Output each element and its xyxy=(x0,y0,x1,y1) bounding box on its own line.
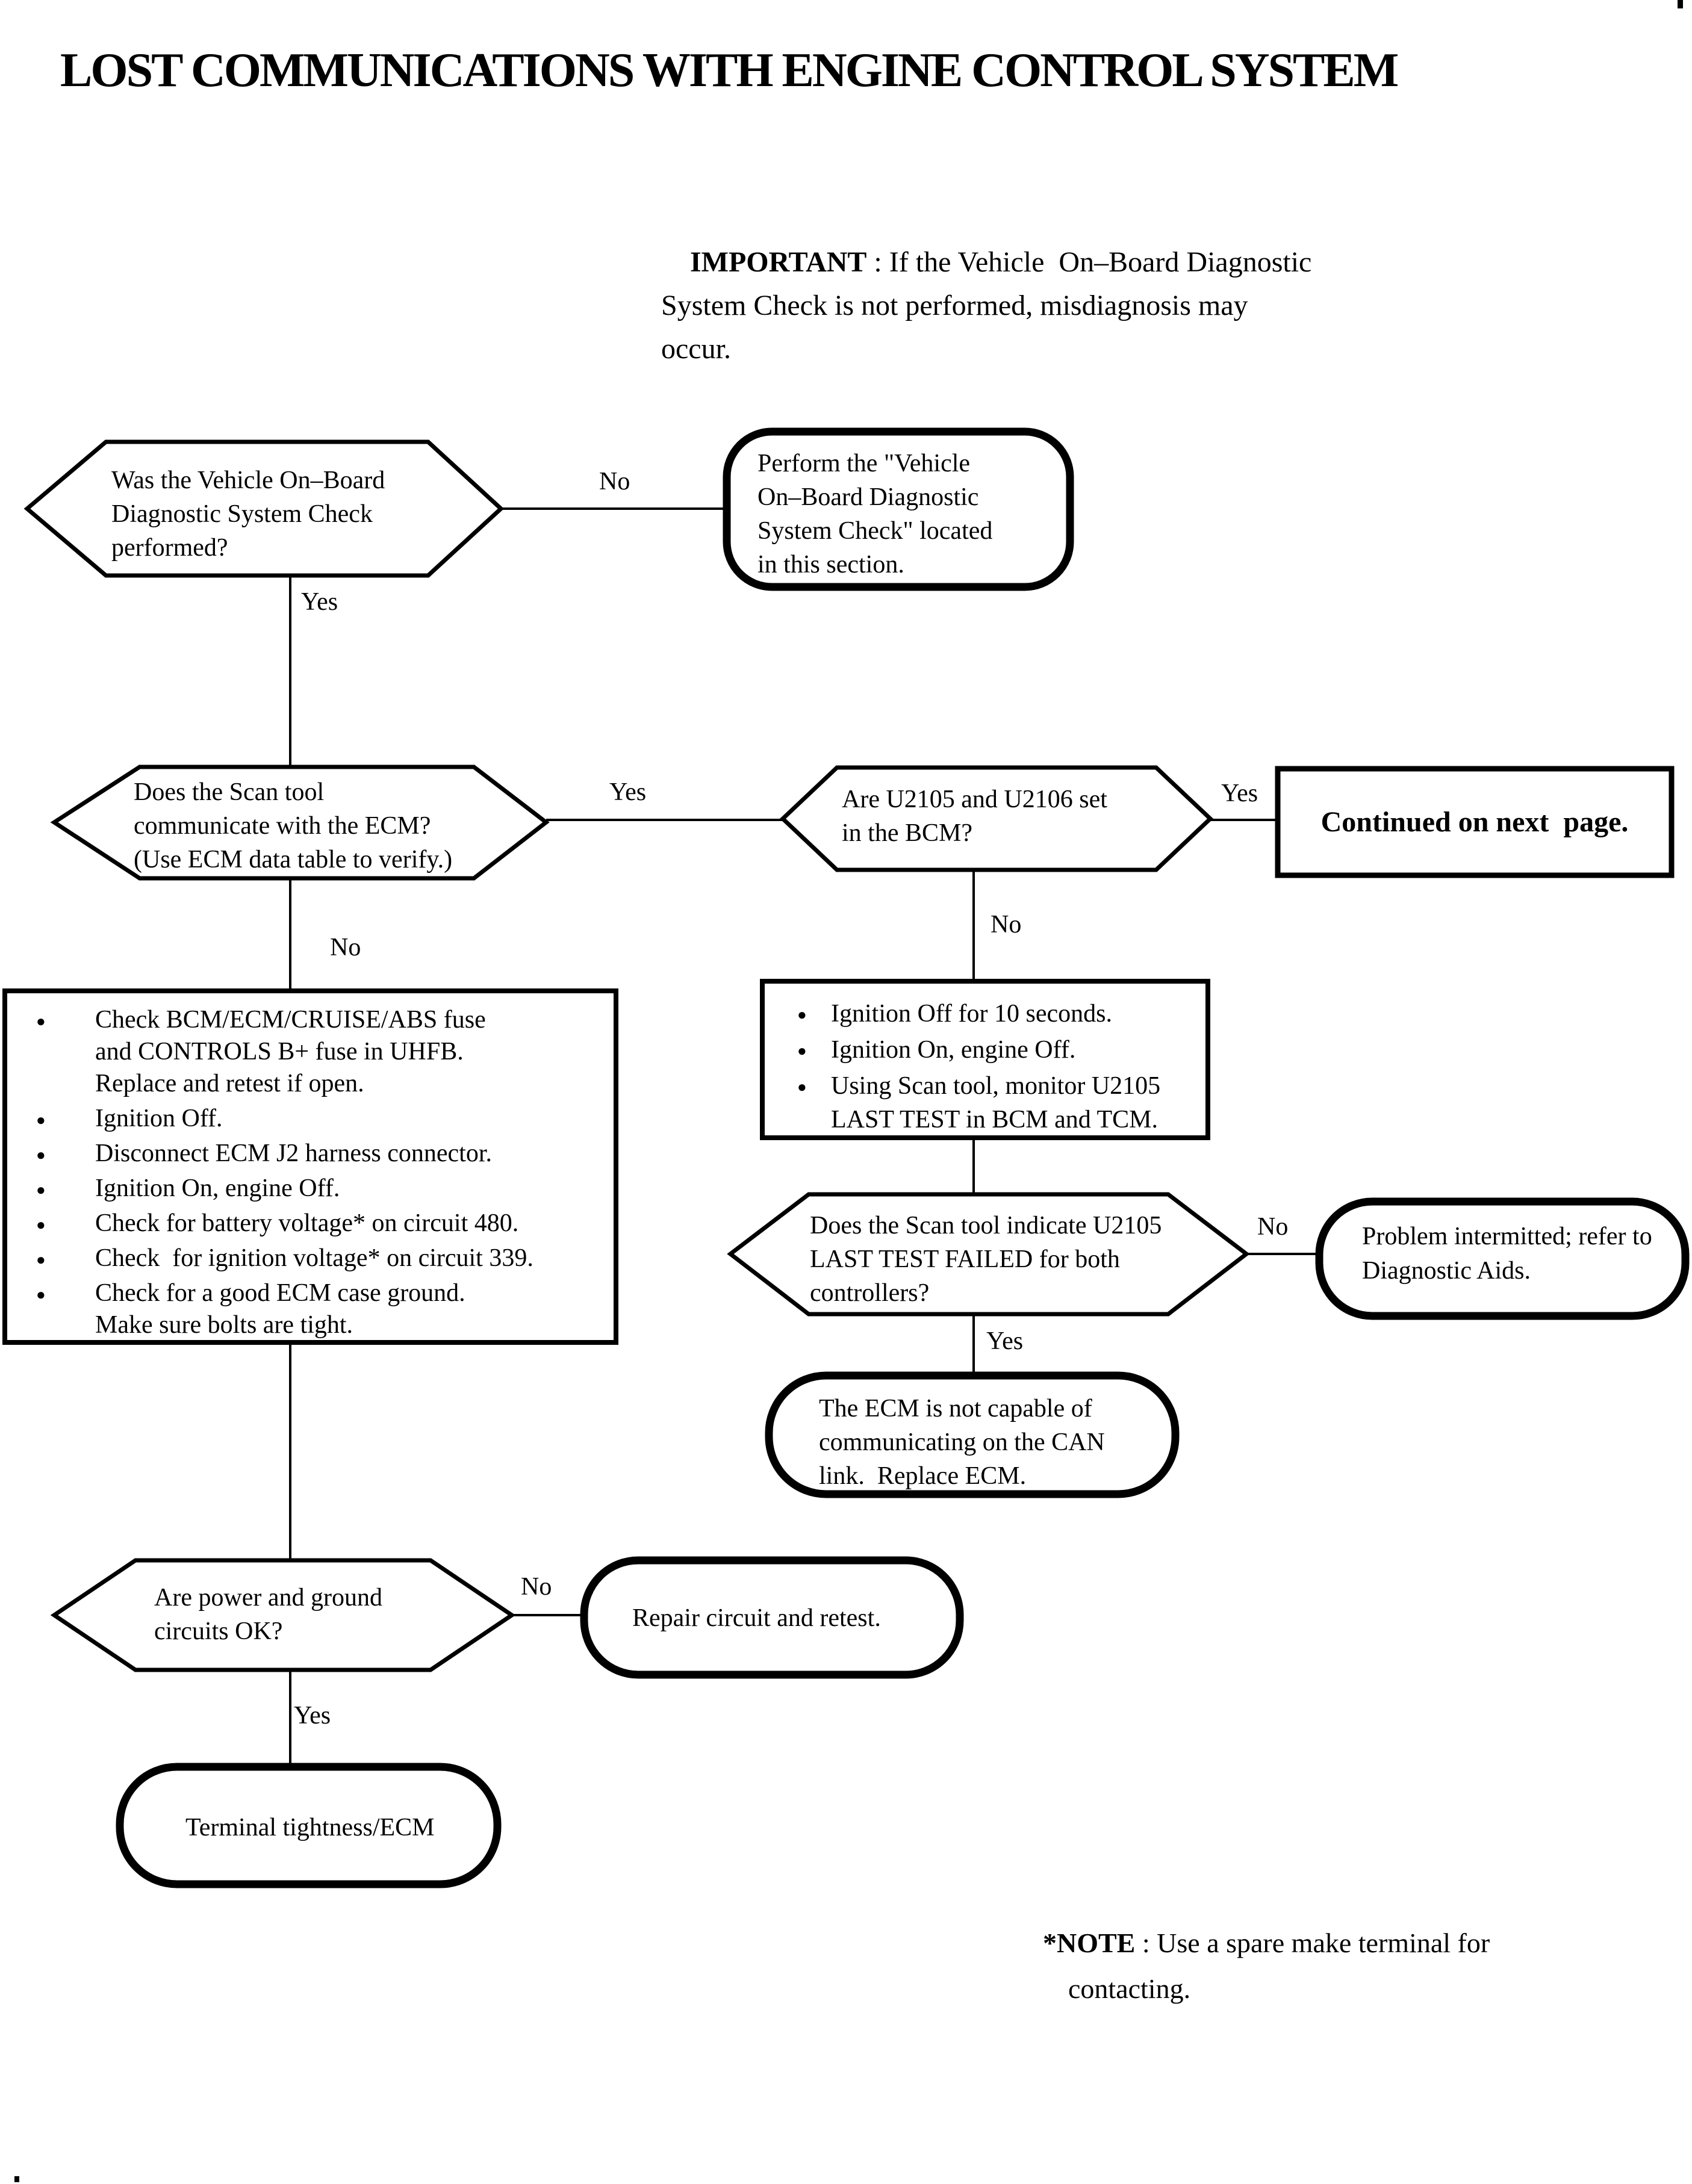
decision-obd-performed-text: Was the Vehicle On–Board Diagnostic Syst… xyxy=(111,467,385,562)
checklist-item: Ignition On, engine Off. xyxy=(762,1033,1205,1068)
important-note: IMPORTANT : If the Vehicle On–Board Diag… xyxy=(661,197,1420,414)
checklist-item: Check for battery voltage* on circuit 48… xyxy=(5,1208,613,1241)
checklist-item: Check for a good ECM case ground. Make s… xyxy=(5,1277,613,1341)
scan-artifact-bottom-left xyxy=(14,2176,19,2182)
connector-lines xyxy=(289,507,1319,1767)
checklist-item: Check for ignition voltage* on circuit 3… xyxy=(5,1242,613,1276)
label-failed-yes: Yes xyxy=(986,1327,1024,1355)
decision-power-ground-text: Are power and ground circuits OK? xyxy=(154,1584,383,1645)
decision-scan-tool-shape xyxy=(50,765,550,881)
important-text: : If the Vehicle On–Board Diagnostic Sys… xyxy=(661,246,1312,365)
decision-last-test-failed-shape xyxy=(727,1192,1250,1317)
action-repair-circuit-text: Repair circuit and retest. xyxy=(632,1604,881,1632)
decision-shapes xyxy=(23,439,1250,1672)
action-continued-text: Continued on next page. xyxy=(1320,806,1629,838)
checklist-item: Using Scan tool, monitor U2105 LAST TEST… xyxy=(762,1069,1205,1137)
action-terminal-tightness-text: Terminal tightness/ECM xyxy=(185,1814,435,1841)
action-terminal-tightness-shape xyxy=(116,1763,502,1888)
label-bcm-no: No xyxy=(991,911,1022,938)
footnote: *NOTE : Use a spare make terminal for co… xyxy=(1043,1920,1490,2012)
action-repair-circuit-shape xyxy=(580,1556,964,1679)
footnote-label: *NOTE xyxy=(1043,1928,1136,1958)
checklist-item: Disconnect ECM J2 harness connector. xyxy=(5,1138,613,1171)
label-scan-yes: Yes xyxy=(609,778,647,806)
label-bcm-yes: Yes xyxy=(1221,780,1258,807)
decision-u2105-set-shape xyxy=(779,765,1214,872)
decision-obd-performed-shape xyxy=(23,439,505,578)
label-obd-yes: Yes xyxy=(301,588,338,616)
footnote-line1: *NOTE : Use a spare make terminal for xyxy=(1043,1920,1490,1966)
label-power-no: No xyxy=(521,1573,552,1601)
checklist-item: Ignition Off. xyxy=(5,1103,613,1136)
decision-u2105-set-text: Are U2105 and U2106 set in the BCM? xyxy=(842,786,1107,847)
label-failed-no: No xyxy=(1257,1213,1289,1241)
label-obd-no: No xyxy=(599,468,630,495)
checklist-item: Ignition On, engine Off. xyxy=(5,1173,613,1206)
action-replace-ecm-shape xyxy=(765,1371,1180,1498)
action-problem-intermitted-shape xyxy=(1315,1197,1690,1320)
scan-artifact-top-right xyxy=(1678,0,1683,8)
checklist-item: Ignition Off for 10 seconds. xyxy=(762,997,1205,1032)
action-perform-check-text: Perform the "Vehicle On–Board Diagnostic… xyxy=(757,450,993,579)
decision-power-ground-shape xyxy=(50,1558,516,1672)
checklist-item: Check BCM/ECM/CRUISE/ABS fuse and CONTRO… xyxy=(5,1004,613,1100)
footnote-text: : Use a spare make terminal for xyxy=(1135,1928,1490,1958)
action-perform-check-shape xyxy=(723,427,1074,591)
label-power-yes: Yes xyxy=(294,1702,331,1730)
label-scan-no: No xyxy=(330,934,361,961)
decision-scan-tool-text: Does the Scan tool communicate with the … xyxy=(134,778,453,873)
footnote-line2: contacting. xyxy=(1068,1973,1191,2004)
page-title: LOST COMMUNICATIONS WITH ENGINE CONTROL … xyxy=(60,44,1399,97)
action-replace-ecm-text: The ECM is not capable of communicating … xyxy=(819,1395,1105,1490)
action-problem-intermitted-text: Problem intermitted; refer to Diagnostic… xyxy=(1362,1223,1652,1285)
decision-last-test-failed-text: Does the Scan tool indicate U2105 LAST T… xyxy=(810,1212,1162,1307)
action-shapes xyxy=(116,427,1690,1888)
action-continued-shape xyxy=(1275,766,1675,878)
checklist-monitor-steps: Ignition Off for 10 seconds. Ignition On… xyxy=(762,997,1205,1139)
important-label: IMPORTANT xyxy=(690,246,867,278)
checklist-power-checks: Check BCM/ECM/CRUISE/ABS fuse and CONTRO… xyxy=(5,1004,613,1344)
